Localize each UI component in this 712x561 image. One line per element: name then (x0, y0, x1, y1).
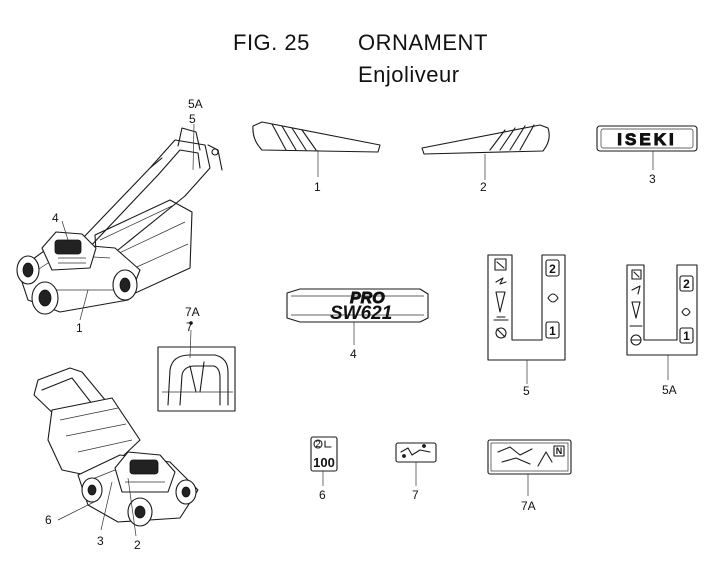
part-number-7: 7 (412, 488, 419, 502)
panel-7a-letter: N (556, 446, 563, 456)
wheel-icon (81, 477, 103, 503)
callout-7: 7 (186, 320, 193, 334)
part-number-6: 6 (319, 488, 326, 502)
wheel-icon (31, 281, 59, 315)
decal-5-control-panel: 2 1 5 (487, 254, 566, 398)
part-number-4: 4 (350, 347, 357, 361)
decal-1-stripe: 1 (252, 121, 381, 194)
part-number-5a: 5A (662, 383, 677, 397)
decal-6-noise-badge: 2 100 6 (310, 436, 338, 502)
callout-6: 6 (45, 513, 52, 527)
callout-4: 4 (52, 211, 59, 225)
mower-bottom-illustration: 6 3 2 (33, 367, 199, 552)
decal-3-brand-badge: ISEKI 3 (596, 125, 698, 186)
callout-2: 2 (134, 538, 141, 552)
wheel-icon (175, 479, 197, 505)
figure-subtitle: Enjoliveur (358, 62, 460, 87)
decal-4-model-badge: SW621 PRO 4 (286, 288, 429, 361)
figure-title: ORNAMENT (358, 30, 488, 55)
handle-detail-illustration: 7A 7 (157, 305, 236, 412)
panel-5-speed-1: 1 (549, 324, 556, 338)
model-text: SW621 (330, 303, 392, 324)
callout-5a: 5A (188, 97, 203, 111)
decal-5a-control-panel: 2 1 5A (626, 264, 698, 397)
decal-2-stripe: 2 (421, 124, 550, 194)
badge-6-top-number: 2 (315, 439, 320, 449)
decal-7-small-label: 7 (395, 442, 437, 502)
panel-5a-speed-2: 2 (683, 277, 690, 291)
wheel-icon (16, 255, 40, 285)
callout-1: 1 (76, 321, 83, 335)
badge-6-value: 100 (313, 455, 335, 470)
wheel-icon (112, 269, 138, 301)
panel-5a-speed-1: 1 (683, 329, 690, 343)
model-suffix-text: PRO (350, 290, 385, 307)
part-number-7a: 7A (521, 499, 536, 513)
callout-7a: 7A (185, 305, 200, 319)
brand-logo-text: ISEKI (617, 130, 676, 149)
part-number-2: 2 (480, 180, 487, 194)
mower-top-illustration: 5A 5 4 1 (16, 97, 223, 335)
panel-5-speed-2: 2 (549, 262, 556, 276)
callout-3: 3 (97, 534, 104, 548)
decal-7a-operation-label: N 7A (487, 439, 572, 513)
part-number-3: 3 (649, 172, 656, 186)
figure-number: FIG. 25 (233, 30, 310, 55)
callout-5: 5 (189, 112, 196, 126)
part-number-5: 5 (523, 384, 530, 398)
part-number-1: 1 (314, 180, 321, 194)
